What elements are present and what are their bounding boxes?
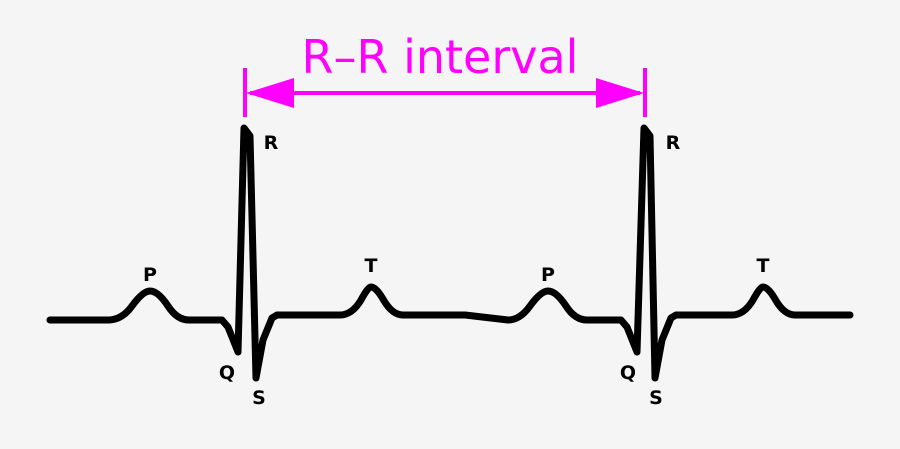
rr-arrow-head-right-icon: [596, 78, 644, 108]
wave-label-q1: Q: [219, 362, 235, 384]
rr-interval-annotation: R–R interval: [243, 30, 647, 117]
wave-label-group: P R Q S T P R Q S T: [143, 132, 769, 409]
wave-label-r2: R: [666, 132, 681, 154]
wave-label-s2: S: [649, 387, 663, 409]
rr-interval-label: R–R interval: [302, 30, 579, 84]
wave-label-r1: R: [264, 132, 279, 154]
wave-label-s1: S: [252, 387, 266, 409]
rr-arrow-head-left-icon: [246, 78, 294, 108]
ecg-waveform-trace: [46, 124, 854, 382]
wave-label-q2: Q: [620, 362, 636, 384]
wave-label-p2: P: [541, 264, 555, 286]
wave-label-t1: T: [365, 255, 378, 277]
wave-label-p1: P: [143, 264, 157, 286]
wave-label-t2: T: [757, 255, 770, 277]
